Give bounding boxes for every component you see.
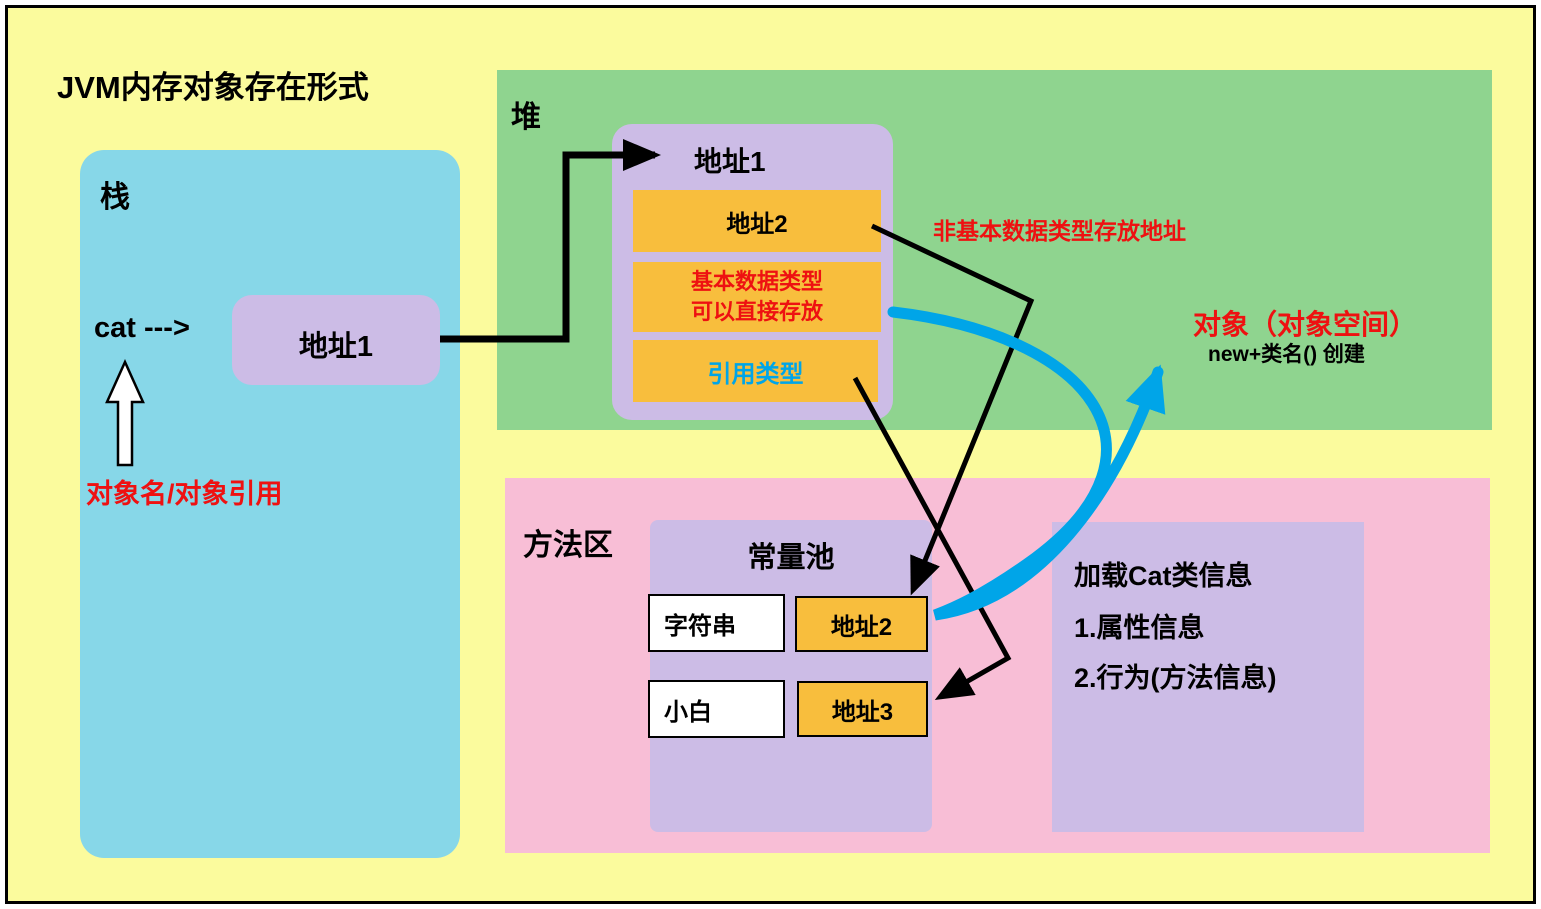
class-info-box: 加载Cat类信息 1.属性信息 2.行为(方法信息): [1052, 522, 1364, 832]
method-area-label: 方法区: [523, 529, 613, 562]
object-space-title: 对象（对象空间）: [1193, 309, 1418, 340]
class-info-line2: 2.行为(方法信息): [1074, 663, 1277, 693]
heap-note: 非基本数据类型存放地址: [933, 218, 1186, 244]
class-info-title: 加载Cat类信息: [1074, 561, 1253, 591]
heap-primitive-line2: 可以直接存放: [690, 299, 823, 324]
class-info-line1: 1.属性信息: [1074, 613, 1205, 643]
heap-address1-title: 地址1: [694, 146, 766, 177]
heap-object-box: 地址1 地址2 基本数据类型 可以直接存放 引用类型: [612, 124, 893, 420]
diagram-title: JVM内存对象存在形式: [57, 70, 369, 105]
heap-primitive-box: 基本数据类型 可以直接存放: [633, 262, 881, 332]
constant-pool-xiaobai-label: 小白: [648, 680, 785, 738]
stack-address1-label: 地址1: [298, 331, 374, 363]
stack-zone: [80, 150, 460, 858]
constant-pool-address2-box: 地址2: [795, 596, 928, 652]
heap-reference-type-box: 引用类型: [633, 340, 878, 402]
heap-address2-box: 地址2: [633, 190, 881, 252]
constant-pool-string-label: 字符串: [648, 594, 785, 652]
stack-address1-box: 地址1: [232, 295, 440, 385]
heap-primitive-line1: 基本数据类型: [690, 269, 823, 295]
object-space-subtitle: new+类名() 创建: [1208, 343, 1365, 366]
heap-label: 堆: [511, 101, 541, 134]
object-reference-note: 对象名/对象引用: [86, 479, 283, 509]
cat-reference-label: cat --->: [94, 312, 190, 344]
constant-pool-box: 常量池: [650, 520, 932, 832]
constant-pool-address3-box: 地址3: [797, 681, 928, 737]
stack-label: 栈: [100, 181, 130, 214]
constant-pool-title: 常量池: [747, 542, 835, 574]
